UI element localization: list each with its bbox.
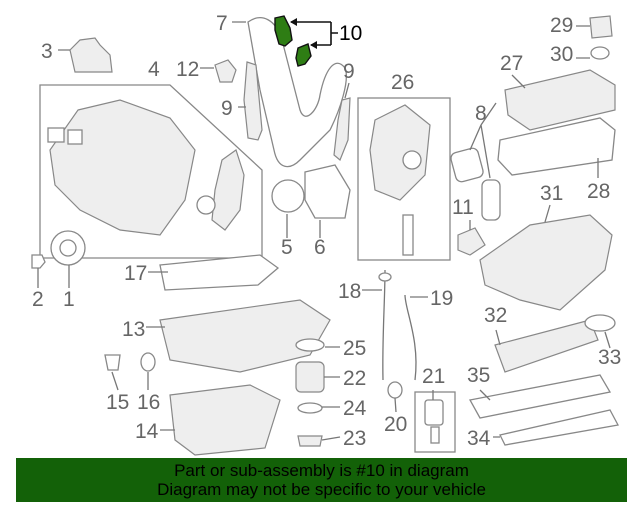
- part-33-gasket[interactable]: [584, 314, 616, 332]
- part-16-washer[interactable]: [140, 352, 156, 372]
- relief-valve: [402, 214, 414, 256]
- part-10-chain-tensioner-lower[interactable]: [295, 43, 312, 67]
- part-14-oil-pan-lower[interactable]: [169, 384, 281, 456]
- callout-7[interactable]: 7: [216, 12, 228, 35]
- part-8-gasket-a[interactable]: [450, 147, 485, 183]
- part-26-oil-pump[interactable]: [369, 104, 431, 201]
- callout-29[interactable]: 29: [550, 14, 573, 37]
- part-4-timing-cover[interactable]: [49, 99, 196, 236]
- callout-31[interactable]: 31: [540, 182, 563, 205]
- part-13-oil-pan-upper[interactable]: [159, 299, 331, 373]
- timing-cover-group-box: [39, 84, 263, 259]
- banner-line-1: Part or sub-assembly is #10 in diagram: [174, 461, 469, 480]
- callout-6[interactable]: 6: [314, 236, 326, 259]
- part-32-manifold[interactable]: [494, 319, 599, 373]
- part-4-side: [211, 149, 245, 231]
- part-35-gasket[interactable]: [468, 374, 612, 419]
- callout-34[interactable]: 34: [467, 427, 491, 450]
- leader-lines: [37, 21, 611, 441]
- part-23-plug[interactable]: [297, 435, 323, 447]
- callout-1[interactable]: 1: [63, 288, 75, 311]
- callout-33[interactable]: 33: [598, 346, 621, 369]
- callout-35[interactable]: 35: [467, 364, 490, 387]
- callout-32[interactable]: 32: [484, 304, 507, 327]
- part-2-bolt[interactable]: [31, 254, 46, 269]
- part-11[interactable]: [457, 227, 486, 256]
- callout-21[interactable]: 21: [422, 365, 445, 388]
- part-9-guide-left[interactable]: [243, 61, 263, 141]
- part-30-seal[interactable]: [590, 46, 610, 60]
- callout-13[interactable]: 13: [122, 318, 145, 341]
- part-8-gasket-b[interactable]: [481, 179, 501, 221]
- part-19-tube[interactable]: [404, 294, 417, 381]
- part-34-gasket[interactable]: [499, 409, 619, 446]
- filter-group-box: [414, 391, 456, 453]
- part-29-cap[interactable]: [589, 15, 613, 39]
- pump-bore: [402, 150, 422, 170]
- oil-pump-group-box: [357, 97, 451, 261]
- callout-24[interactable]: 24: [343, 397, 367, 420]
- callout-20[interactable]: 20: [384, 413, 407, 436]
- callout-8[interactable]: 8: [475, 102, 487, 125]
- callout-10[interactable]: 10: [339, 22, 362, 45]
- pulley-hub: [59, 239, 77, 257]
- callout-5[interactable]: 5: [281, 236, 293, 259]
- callout-26[interactable]: 26: [391, 71, 414, 94]
- callout-16[interactable]: 16: [137, 391, 160, 414]
- callout-15[interactable]: 15: [106, 391, 129, 414]
- part-21-filter[interactable]: [424, 399, 444, 426]
- callout-22[interactable]: 22: [343, 367, 366, 390]
- callout-4[interactable]: 4: [148, 58, 160, 81]
- gasket: [47, 127, 65, 143]
- callout-28[interactable]: 28: [587, 180, 610, 203]
- part-12[interactable]: [214, 59, 237, 83]
- callout-17[interactable]: 17: [124, 262, 147, 285]
- arrow: [310, 41, 317, 49]
- callout-23[interactable]: 23: [343, 427, 366, 450]
- part-17-baffle[interactable]: [159, 254, 280, 291]
- part-18-dipstick[interactable]: [382, 269, 386, 381]
- callouts: 3 4 7 10 12 9 9 26 29 30 27 8 28 11 31 5…: [32, 12, 621, 450]
- leader-10: [291, 21, 338, 46]
- callout-18[interactable]: 18: [338, 280, 361, 303]
- part-22-filter-housing[interactable]: [295, 361, 325, 393]
- part-5-seal[interactable]: [271, 179, 305, 213]
- part-25-oring[interactable]: [295, 338, 325, 352]
- part-6-cover[interactable]: [304, 164, 351, 219]
- part-15-plug[interactable]: [104, 354, 121, 371]
- callout-12[interactable]: 12: [176, 58, 199, 81]
- callout-2[interactable]: 2: [32, 288, 44, 311]
- part-27-valve-cover[interactable]: [504, 69, 616, 131]
- part-24-oring[interactable]: [297, 402, 323, 414]
- callout-30[interactable]: 30: [550, 43, 573, 66]
- callout-3[interactable]: 3: [41, 40, 53, 63]
- part-31-intake-manifold[interactable]: [479, 214, 613, 311]
- dipstick-handle: [378, 272, 392, 282]
- part-28-gasket[interactable]: [497, 117, 616, 176]
- callout-9-right[interactable]: 9: [343, 60, 355, 83]
- part-20-oring[interactable]: [387, 381, 403, 399]
- part-9-guide-right[interactable]: [333, 97, 351, 161]
- gasket: [67, 129, 83, 145]
- banner-line-2: Diagram may not be specific to your vehi…: [157, 480, 486, 499]
- callout-27[interactable]: 27: [500, 52, 523, 75]
- arrow: [290, 18, 297, 26]
- part-3[interactable]: [69, 37, 113, 73]
- part-10-chain-tensioner-upper[interactable]: [274, 15, 293, 47]
- callout-25[interactable]: 25: [343, 337, 366, 360]
- seal: [196, 195, 216, 215]
- callout-9-left[interactable]: 9: [221, 97, 233, 120]
- callout-19[interactable]: 19: [430, 287, 453, 310]
- filter-element: [430, 426, 440, 444]
- callout-14[interactable]: 14: [135, 420, 159, 443]
- notice-banner: Part or sub-assembly is #10 in diagram D…: [16, 458, 627, 502]
- callout-11[interactable]: 11: [452, 196, 474, 219]
